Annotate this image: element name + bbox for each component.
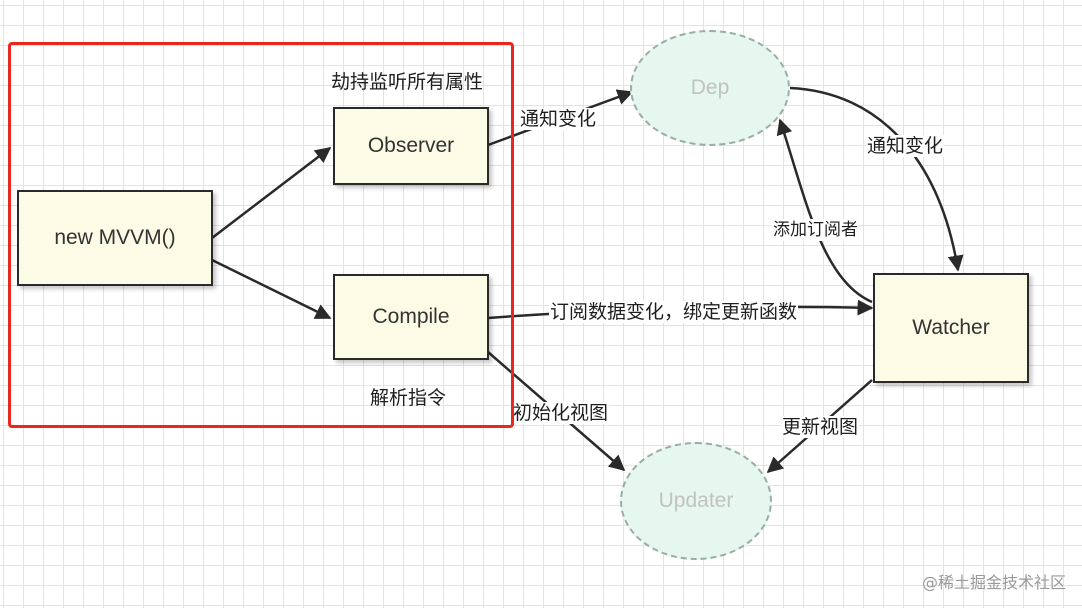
- arrow-dep-to-watcher: [789, 86, 964, 272]
- node-new-mvvm-label: new MVVM(): [54, 226, 176, 249]
- label-parse-directives: 解析指令: [370, 387, 447, 409]
- node-observer: Observer: [333, 107, 489, 185]
- node-compile: Compile: [333, 274, 489, 360]
- node-new-mvvm: new MVVM(): [17, 190, 213, 286]
- node-watcher: Watcher: [873, 273, 1029, 383]
- node-dep-label: Dep: [690, 76, 730, 99]
- arrow-mvvm-to-observer: [211, 147, 332, 239]
- node-dep: Dep: [630, 30, 790, 146]
- highlight-frame: [8, 42, 514, 428]
- label-init-view: 初始化视图: [512, 402, 610, 424]
- label-hijack: 劫持监听所有属性: [331, 71, 484, 93]
- node-watcher-label: Watcher: [912, 316, 990, 339]
- node-updater-label: Updater: [658, 489, 734, 512]
- label-notify-change-observer: 通知变化: [519, 108, 598, 130]
- label-notify-change-dep: 通知变化: [866, 135, 945, 157]
- label-update-view: 更新视图: [781, 416, 860, 438]
- label-subscribe-bind: 订阅数据变化，绑定更新函数: [549, 301, 799, 323]
- node-observer-label: Observer: [367, 134, 455, 157]
- watermark: @稀土掘金技术社区: [921, 573, 1066, 592]
- node-updater: Updater: [620, 442, 772, 560]
- arrow-mvvm-to-compile: [211, 258, 332, 320]
- label-add-subscriber: 添加订阅者: [772, 219, 859, 241]
- arrow-watcher-to-dep: [776, 118, 873, 304]
- node-compile-label: Compile: [372, 305, 450, 328]
